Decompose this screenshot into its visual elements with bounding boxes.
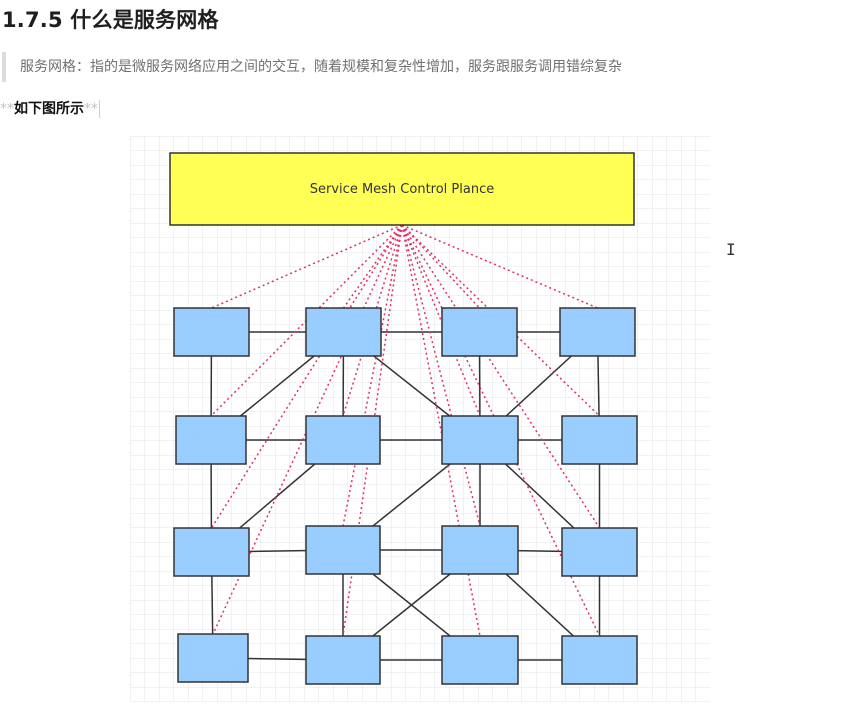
service-node-1-4[interactable] [559, 307, 636, 357]
section-heading: 1.7.5 什么是服务网格 [2, 8, 219, 32]
service-node-3-3[interactable] [441, 525, 519, 575]
control-link-line [401, 224, 481, 527]
service-node-1-2[interactable] [305, 307, 382, 357]
blockquote-text: 服务网格：指的是微服务网络应用之间的交互，随着规模和复杂性增加，服务跟服务调用错… [20, 59, 622, 75]
control-plane[interactable]: Service Mesh Control Plance [169, 152, 635, 226]
blockquote: 服务网格：指的是微服务网络应用之间的交互，随着规模和复杂性增加，服务跟服务调用错… [2, 52, 802, 82]
service-node-3-4[interactable] [561, 527, 638, 577]
control-plane-box[interactable] [169, 152, 635, 226]
text-cursor-icon: I [726, 240, 736, 259]
control-link-line [401, 224, 601, 529]
service-nodes [173, 307, 638, 685]
service-node-4-2[interactable] [305, 635, 381, 685]
control-link-line [342, 224, 403, 527]
control-link-line [401, 224, 481, 309]
control-link-line [401, 224, 598, 309]
control-plane-label: Service Mesh Control Plance [310, 182, 494, 197]
service-node-2-3[interactable] [441, 415, 519, 465]
service-node-3-1[interactable] [173, 527, 250, 577]
control-link-line [401, 224, 601, 637]
control-link-line [342, 224, 403, 417]
service-node-4-1[interactable] [177, 633, 249, 683]
service-node-2-1[interactable] [175, 415, 247, 465]
service-node-2-4[interactable] [561, 415, 638, 465]
control-link-line [342, 224, 403, 309]
service-node-2-2[interactable] [305, 415, 381, 465]
control-link-line [401, 224, 481, 417]
text-caret [99, 100, 100, 118]
caption-text: 如下图所示 [14, 101, 84, 117]
service-mesh-diagram[interactable]: Service Mesh Control Plance [130, 136, 710, 702]
service-node-3-2[interactable] [305, 525, 381, 575]
service-node-4-3[interactable] [441, 635, 519, 685]
service-node-1-3[interactable] [441, 307, 518, 357]
control-link-line [401, 224, 601, 417]
bold-marker-close: ** [84, 101, 98, 117]
service-node-4-4[interactable] [561, 635, 638, 685]
bold-marker-open: ** [0, 101, 14, 117]
service-node-1-1[interactable] [173, 307, 250, 357]
diagram-caption[interactable]: **如下图所示** [0, 97, 100, 121]
